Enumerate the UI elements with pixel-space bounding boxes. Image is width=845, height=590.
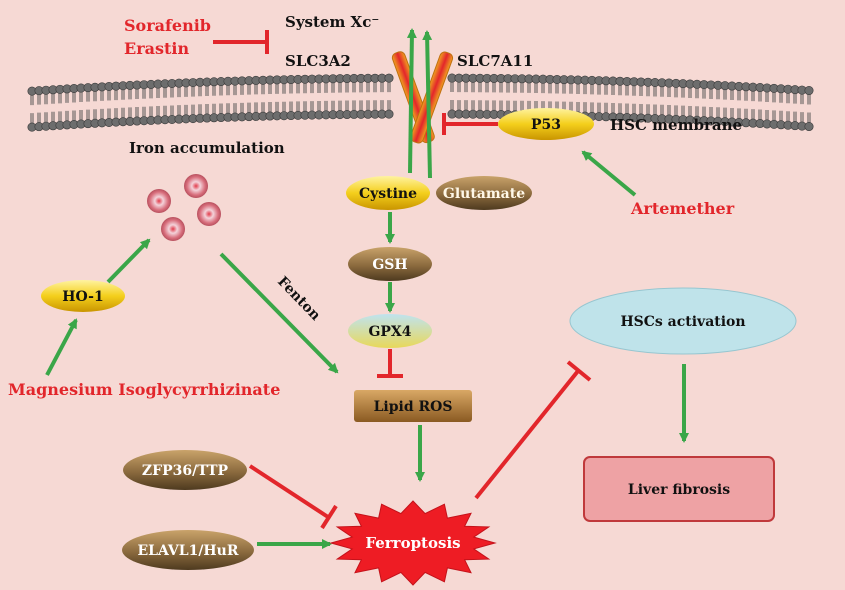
zfp36-node [123, 450, 247, 490]
transport-arrows [406, 28, 433, 179]
magnesium-to-ho1-arrow [45, 318, 78, 376]
artemether-arrow [581, 150, 637, 197]
drug-erastin: Erastin [124, 39, 189, 58]
drug-inhibition-line [213, 30, 269, 54]
iron-particle [197, 202, 221, 226]
gsh-node [348, 247, 432, 281]
elavl1-node [122, 530, 254, 570]
slc3a2-label: SLC3A2 [285, 52, 351, 70]
elavl1-label: ELAVL1/HuR [138, 543, 239, 559]
glutamate-node [436, 176, 532, 210]
system-xc-label: System Xc⁻ [285, 13, 379, 31]
hsc-activation-node [569, 287, 797, 355]
ferroptosis-inhibition-line [474, 360, 592, 500]
iron-accumulation-label: Iron accumulation [129, 139, 285, 157]
p53-inhibition-line [442, 113, 498, 135]
cystine-node [346, 176, 430, 210]
glutamate-label: Glutamate [443, 186, 525, 202]
cystine-label: Cystine [359, 186, 417, 202]
ferroptosis-label: Ferroptosis [365, 534, 460, 552]
gpx4-node [348, 314, 432, 348]
ferroptosis-node [329, 500, 497, 586]
iron-particle [161, 217, 185, 241]
iron-particle [184, 174, 208, 198]
fenton-arrow [219, 252, 339, 374]
p53-node [498, 108, 594, 140]
liver-fibrosis-node [583, 456, 775, 522]
gpx4-inhibition-line [377, 349, 403, 378]
gsh-label: GSH [372, 257, 407, 273]
slc7a11-label: SLC7A11 [457, 52, 533, 70]
artemether-label: Artemether [630, 199, 735, 218]
ho1-label: HO-1 [62, 289, 104, 305]
zfp36-inhibition-line [248, 464, 338, 530]
zfp36-label: ZFP36/TTP [142, 463, 229, 479]
ho1-to-iron-arrow [106, 238, 151, 284]
cell-membrane [27, 73, 814, 132]
lipid-ros-label: Lipid ROS [374, 399, 453, 415]
ho1-node [41, 280, 125, 312]
system-xc-transporter [391, 51, 454, 144]
p53-label: P53 [531, 117, 561, 133]
gpx4-label: GPX4 [368, 324, 411, 340]
liver-fibrosis-label: Liver fibrosis [628, 482, 730, 498]
hsc-activation-label: HSCs activation [620, 314, 745, 330]
magnesium-label: Magnesium Isoglycyrrhizinate [8, 380, 280, 399]
drug-sorafenib: Sorafenib [124, 16, 211, 35]
hsc-membrane-label: HSC membrane [610, 116, 742, 134]
iron-particle [147, 189, 171, 213]
iron-particles [147, 174, 221, 241]
lipid-ros-node [354, 390, 472, 422]
